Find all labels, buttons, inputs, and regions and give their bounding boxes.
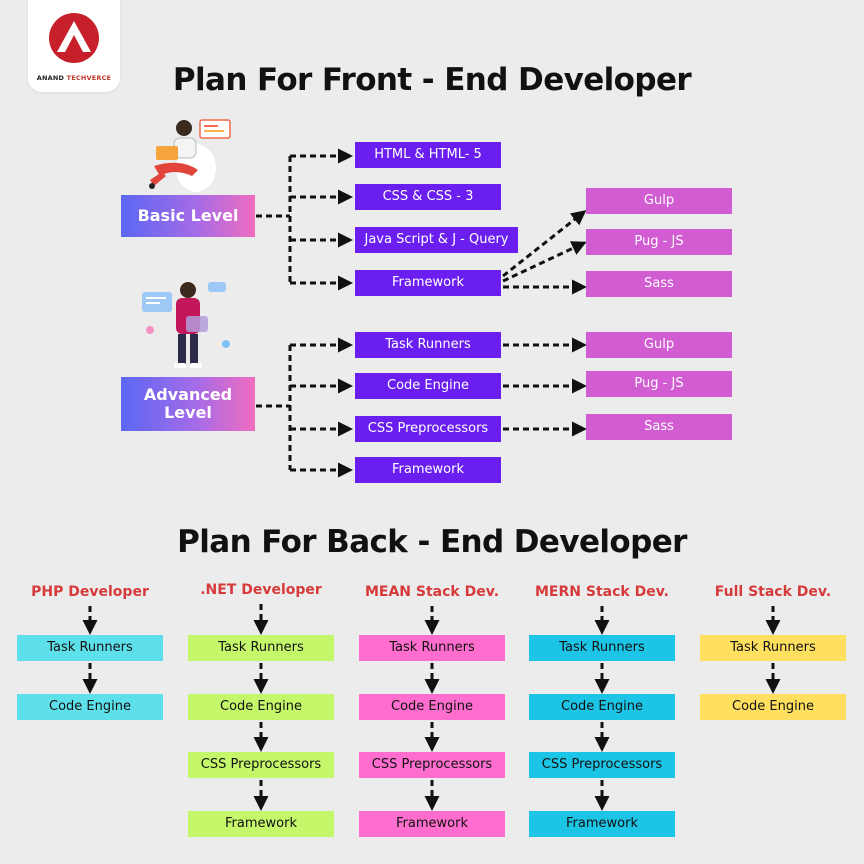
backend-step-box: Task Runners bbox=[359, 635, 505, 661]
backend-step-box: Task Runners bbox=[188, 635, 334, 661]
advanced-tool-sass: Sass bbox=[586, 414, 732, 440]
backend-step-box: Task Runners bbox=[17, 635, 163, 661]
backend-step-box: CSS Preprocessors bbox=[188, 752, 334, 778]
backend-column-title: PHP Developer bbox=[31, 584, 149, 600]
backend-step-box: CSS Preprocessors bbox=[359, 752, 505, 778]
advanced-tool-gulp: Gulp bbox=[586, 332, 732, 358]
backend-column-title: .NET Developer bbox=[200, 582, 322, 598]
backend-title: Plan For Back - End Developer bbox=[177, 524, 687, 560]
brand-name-part2: TECHVERCE bbox=[66, 74, 112, 82]
brand-name: ANAND TECHVERCE bbox=[28, 74, 120, 82]
basic-item-css: CSS & CSS - 3 bbox=[355, 184, 501, 210]
backend-column-title: MERN Stack Dev. bbox=[535, 584, 669, 600]
advanced-item-task-runners: Task Runners bbox=[355, 332, 501, 358]
brand-logo-card: ANAND TECHVERCE bbox=[28, 0, 120, 92]
developer-standing-illustration bbox=[142, 282, 230, 368]
advanced-level-box: Advanced Level bbox=[121, 377, 255, 431]
backend-step-box: Code Engine bbox=[529, 694, 675, 720]
backend-step-box: Task Runners bbox=[700, 635, 846, 661]
advanced-level-label-line1: Advanced bbox=[143, 384, 233, 404]
brand-logo-icon bbox=[49, 13, 99, 63]
basic-level-box: Basic Level bbox=[121, 195, 255, 237]
backend-column-title: Full Stack Dev. bbox=[714, 584, 832, 600]
developer-sitting-illustration bbox=[149, 119, 231, 192]
advanced-item-code-engine: Code Engine bbox=[355, 373, 501, 399]
basic-tool-gulp: Gulp bbox=[586, 188, 732, 214]
brand-name-part1: ANAND bbox=[36, 74, 65, 82]
backend-step-box: Framework bbox=[188, 811, 334, 837]
backend-step-box: Code Engine bbox=[700, 694, 846, 720]
basic-item-javascript: Java Script & J - Query bbox=[355, 227, 518, 253]
frontend-title: Plan For Front - End Developer bbox=[172, 62, 692, 98]
backend-step-box: Code Engine bbox=[188, 694, 334, 720]
backend-step-box: Code Engine bbox=[359, 694, 505, 720]
advanced-tool-pugjs: Pug - JS bbox=[586, 371, 732, 397]
backend-step-box: Framework bbox=[359, 811, 505, 837]
backend-step-box: Task Runners bbox=[529, 635, 675, 661]
basic-item-framework: Framework bbox=[355, 270, 501, 296]
advanced-level-label-line2: Level bbox=[164, 403, 212, 422]
basic-item-html: HTML & HTML- 5 bbox=[355, 142, 501, 168]
backend-step-box: Code Engine bbox=[17, 694, 163, 720]
advanced-item-css-preprocessors: CSS Preprocessors bbox=[355, 416, 501, 442]
backend-step-box: CSS Preprocessors bbox=[529, 752, 675, 778]
basic-tool-sass: Sass bbox=[586, 271, 732, 297]
advanced-item-framework: Framework bbox=[355, 457, 501, 483]
backend-column-title: MEAN Stack Dev. bbox=[364, 584, 500, 600]
backend-step-box: Framework bbox=[529, 811, 675, 837]
basic-tool-pugjs: Pug - JS bbox=[586, 229, 732, 255]
basic-level-label: Basic Level bbox=[137, 205, 239, 225]
